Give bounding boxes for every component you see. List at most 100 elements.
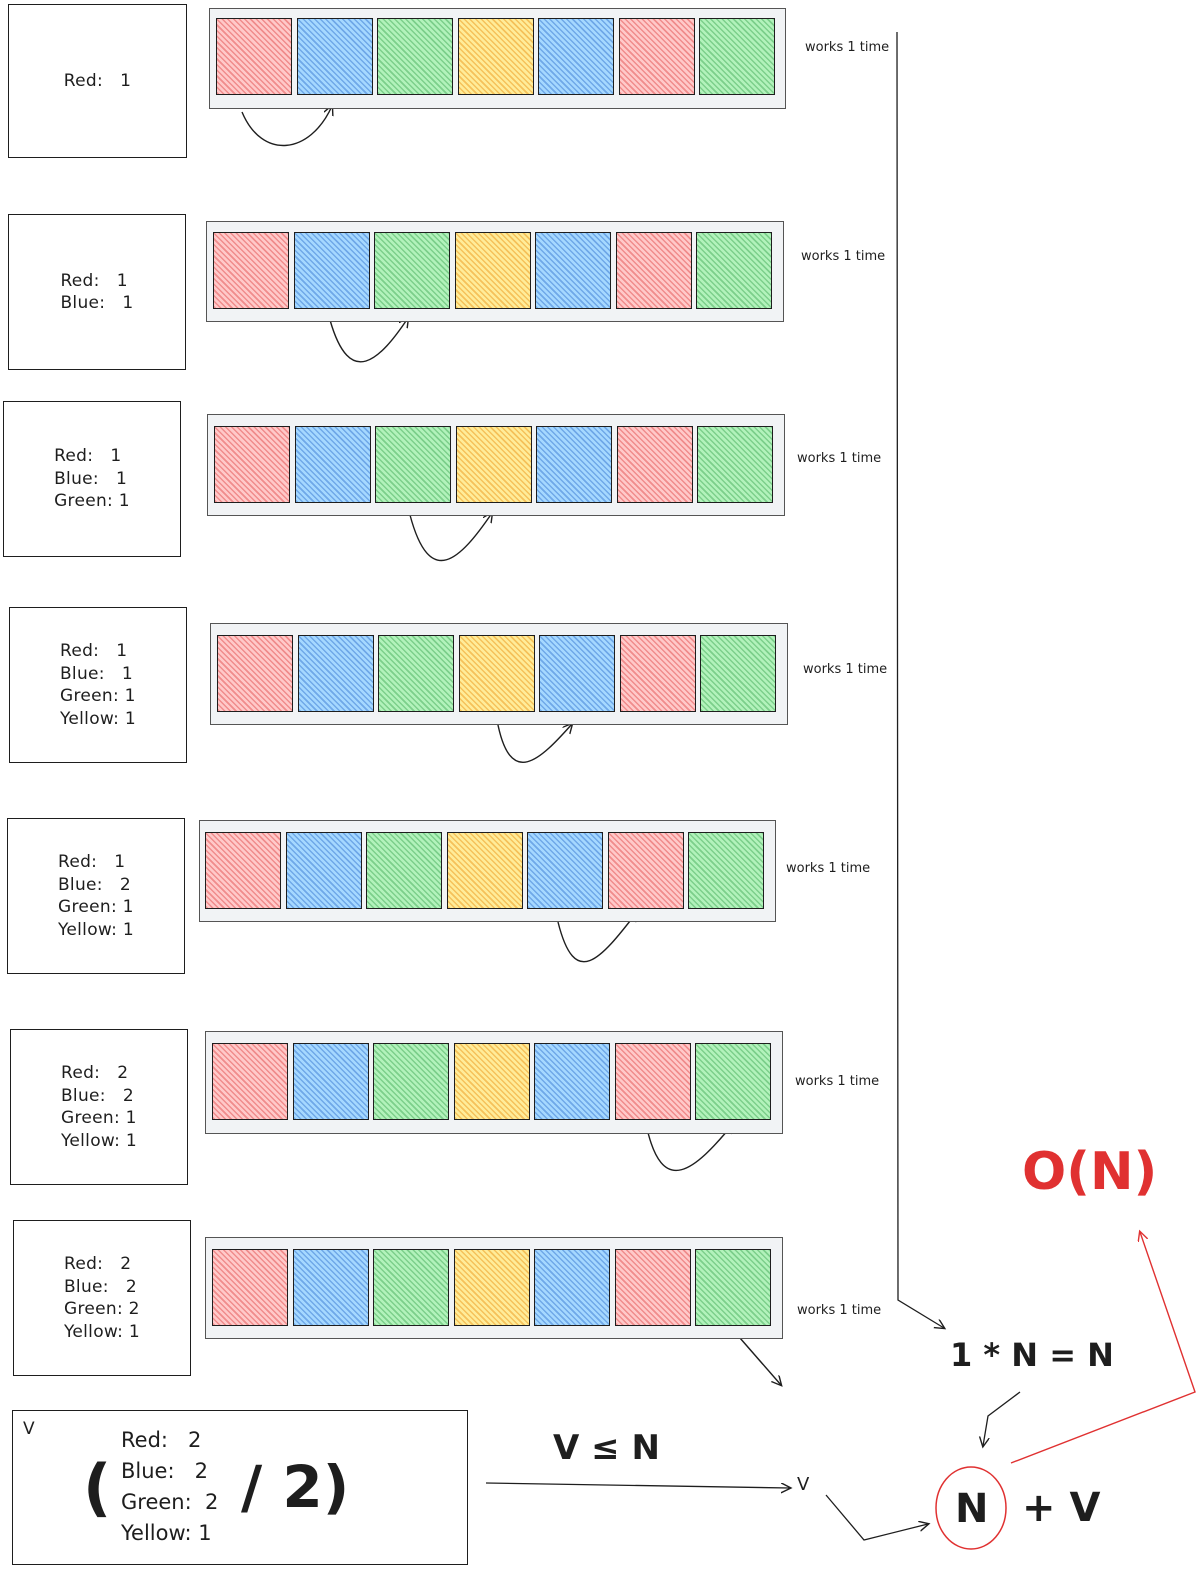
works-label: works 1 time [803,662,888,677]
array-cell-red [614,1249,691,1326]
count-line: Blue: 2 [57,874,132,895]
count-line: Blue: 2 [63,1276,138,1297]
array-cell-green [700,635,776,712]
count-line: Yellow: 1 [59,708,137,729]
array-cell-blue [296,18,373,95]
step-arrow-7 [732,1329,781,1385]
array-cell-blue [294,426,371,503]
summary-divide: / 2) [241,1453,350,1521]
array-cell-green [688,832,764,909]
array-strip-2 [206,221,784,322]
formula-label: 1 * N = N [950,1336,1114,1374]
step-arrow-2 [329,318,408,363]
array-cell-blue [285,832,362,909]
count-line: Blue: 2 [60,1085,135,1106]
array-cell-blue [534,1249,610,1326]
array-cell-blue [292,1043,369,1120]
array-cell-green [697,426,773,503]
count-box-1: Red: 1 [8,4,187,158]
big-o-arrow [1010,1232,1196,1464]
array-cell-green [373,1043,449,1120]
array-cell-green [696,232,772,309]
array-strip-5 [199,820,776,922]
works-label: works 1 time [797,451,882,466]
count-line: Yellow: 1 [60,1130,138,1151]
count-line: Red: 1 [59,641,128,661]
array-cell-green [373,1249,449,1326]
array-cell-red [212,1043,288,1120]
summary-count-red: Red: 2 [121,1428,202,1452]
array-strip-1 [209,8,786,109]
array-cell-blue [536,426,612,503]
works-label: works 1 time [801,249,886,264]
count-line: Red: 1 [54,446,122,467]
step-arrow-4 [496,719,572,763]
array-cell-blue [527,832,603,909]
array-cell-blue [538,18,614,95]
array-cell-red [214,426,290,503]
array-cell-yellow [453,1249,530,1326]
array-cell-yellow [455,426,532,503]
array-cell-red [217,635,293,712]
count-line: Yellow: 1 [63,1321,141,1342]
array-cell-green [377,18,453,95]
array-cell-yellow [457,18,534,95]
array-cell-red [615,232,692,309]
step-arrow-1 [241,106,332,147]
array-cell-yellow [453,1043,530,1120]
count-line: Green: 1 [60,1108,137,1128]
count-line: Blue: 1 [60,293,134,313]
works-label: works 1 time [797,1303,882,1318]
count-line: Red: 2 [63,1254,132,1274]
array-cell-blue [292,1249,369,1326]
array-strip-7 [205,1237,783,1339]
summary-counts: Red: 2 Blue: 2 Green: 2 Yellow: 1 [121,1425,218,1549]
array-cell-red [616,426,693,503]
count-line: Yellow: 1 [57,919,135,940]
array-cell-red [607,832,684,909]
array-cell-green [374,232,450,309]
v-arrow-label: V [797,1474,810,1495]
relation-label: V ≤ N [553,1428,660,1468]
count-line: Green: 1 [57,897,134,917]
n-circle [935,1466,1007,1550]
big-o-label: O(N) [1022,1142,1158,1202]
array-cell-blue [539,635,615,712]
summary-v-label: V [23,1419,35,1439]
count-line: Green: 1 [54,491,130,512]
array-cell-blue [534,1043,610,1120]
array-cell-green [366,832,442,909]
count-line: Blue: 1 [59,663,134,684]
array-strip-6 [205,1031,783,1134]
summary-count-yellow: Yellow: 1 [121,1521,212,1545]
array-cell-yellow [446,832,523,909]
count-lines: Red: 1 [64,70,131,93]
formula-down-arrow [983,1391,1021,1446]
count-line: Red: 1 [63,70,132,91]
array-cell-green [699,18,775,95]
plus-v-term: + V [1022,1485,1101,1531]
collect-line [896,31,944,1328]
summary-count-blue: Blue: 2 [121,1459,208,1483]
summary-arrow [485,1482,790,1488]
array-cell-green [378,635,454,712]
summary-open-paren: ( [83,1451,112,1524]
array-cell-green [375,426,451,503]
summary-box: V ( Red: 2 Blue: 2 Green: 2 Yellow: 1 / … [12,1410,468,1565]
array-cell-green [695,1043,771,1120]
step-arrow-6 [645,1124,733,1172]
works-label: works 1 time [795,1074,880,1089]
array-cell-red [618,18,695,95]
